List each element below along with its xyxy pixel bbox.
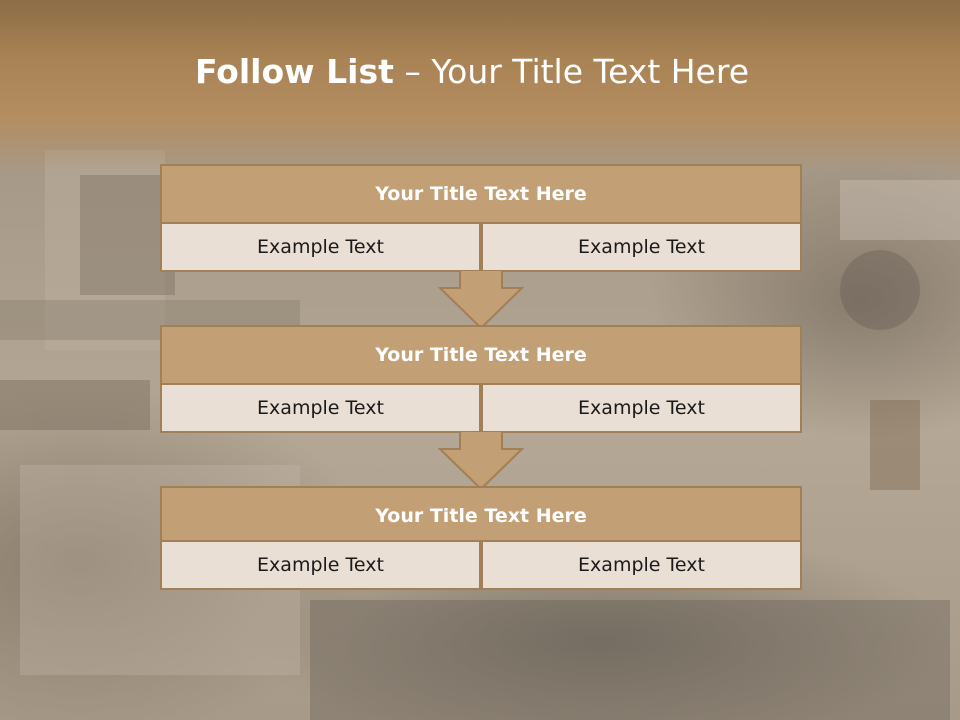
list-block-1: Your Title Text Here Example Text Exampl… <box>160 164 802 272</box>
header-band <box>0 0 960 170</box>
list-block-3: Your Title Text Here Example Text Exampl… <box>160 486 802 594</box>
block-left-cell: Example Text <box>160 222 481 272</box>
slide-title-bold: Follow List <box>194 52 394 91</box>
block-right-cell: Example Text <box>481 222 802 272</box>
list-block-2: Your Title Text Here Example Text Exampl… <box>160 325 802 433</box>
block-title: Your Title Text Here <box>160 486 802 546</box>
slide-title: Follow List – Your Title Text Here <box>0 52 944 91</box>
down-arrow-icon <box>438 431 524 491</box>
block-left-cell: Example Text <box>160 383 481 433</box>
down-arrow-icon <box>438 270 524 330</box>
block-title: Your Title Text Here <box>160 164 802 224</box>
block-left-cell: Example Text <box>160 540 481 590</box>
slide-title-rest: – Your Title Text Here <box>404 52 750 91</box>
block-right-cell: Example Text <box>481 540 802 590</box>
block-title: Your Title Text Here <box>160 325 802 385</box>
block-right-cell: Example Text <box>481 383 802 433</box>
